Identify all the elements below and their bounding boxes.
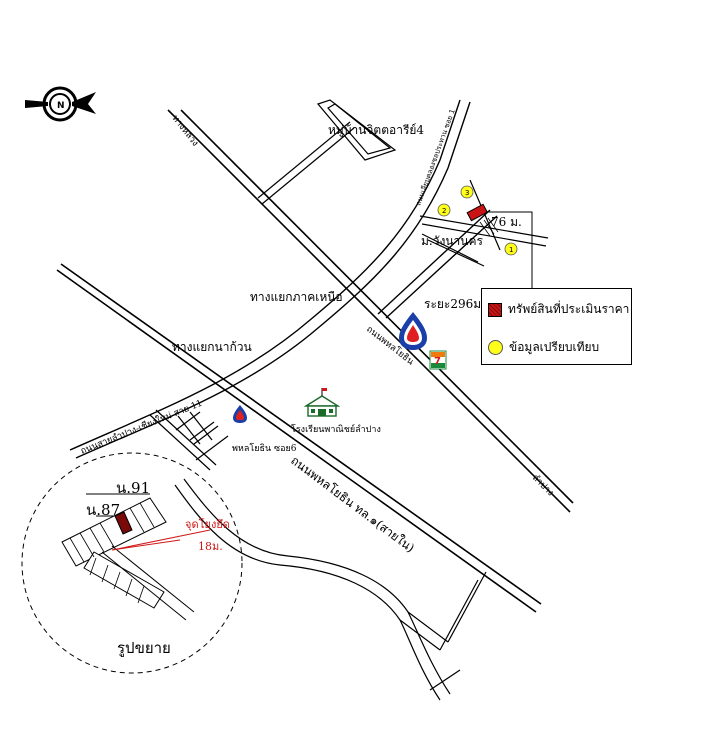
label-road-right-end: ลำปาง <box>530 472 556 498</box>
legend-comparable-label: ข้อมูลเปรียบเทียบ <box>509 340 600 354</box>
comparable-1[interactable]: 1 <box>504 242 518 256</box>
gas-station-small-icon <box>233 405 247 423</box>
label-enlarge: รูปขยาย <box>117 639 171 657</box>
label-village: หมู่บ้านจิตตอารีย์4 <box>328 123 424 138</box>
school-building-icon <box>303 388 341 417</box>
label-plot-91: น.91 <box>116 479 150 497</box>
label-distance-76: 76 ม. <box>491 215 522 229</box>
seven-eleven-icon: 7 <box>429 350 447 370</box>
label-plot-87: น.87 <box>86 501 120 519</box>
comparable-3[interactable]: 3 <box>460 185 474 199</box>
local-roads-bottom <box>149 409 229 471</box>
phahon-yothin-road <box>56 263 542 613</box>
distance-callout-box <box>486 211 533 288</box>
legend-comparable: ข้อมูลเปรียบเทียบ <box>488 338 599 357</box>
curvy-road <box>174 478 487 701</box>
north-arrow-icon: N <box>25 86 96 122</box>
svg-text:7: 7 <box>434 356 441 367</box>
label-road-top-left: ทางหลวง <box>170 114 200 149</box>
svg-text:N: N <box>57 101 65 111</box>
label-junction-kwan: ทางแยกนาก้วน <box>172 340 252 354</box>
enlarged-view <box>21 452 243 674</box>
main-diagonal-road <box>167 109 574 513</box>
label-tie-point: จุดโยงยึด <box>185 517 230 531</box>
subject-swatch-icon <box>488 302 502 317</box>
label-distance-296: ระยะ296ม. <box>424 297 485 311</box>
svg-text:2: 2 <box>442 207 446 215</box>
comparable-2[interactable]: 2 <box>437 203 451 217</box>
side-road-up <box>69 99 471 459</box>
label-school: โรงเรียนพาณิชย์ลำปาง <box>291 423 381 435</box>
label-village2: ม.วังนานคร <box>421 234 483 248</box>
legend-subject: ทรัพย์สินที่ประเมินราคา <box>488 300 629 319</box>
village-roads <box>257 99 549 267</box>
subject-plot-small <box>466 203 499 237</box>
map-legend: ทรัพย์สินที่ประเมินราคา ข้อมูลเปรียบเทีย… <box>481 288 632 365</box>
label-main-road: ถนนพหลโยธิน ทล.๑(สายใน) <box>288 453 417 555</box>
svg-text:3: 3 <box>465 189 469 197</box>
label-gas-small: พหลโยธิน ซอย6 <box>232 443 297 454</box>
road-to-village <box>377 209 498 319</box>
label-junction-north: ทางแยกภาคเหนือ <box>250 290 343 304</box>
gas-station-icon <box>399 312 427 350</box>
comparable-swatch-icon <box>488 340 503 355</box>
svg-text:1: 1 <box>509 246 513 254</box>
legend-subject-label: ทรัพย์สินที่ประเมินราคา <box>508 302 630 316</box>
label-tie-distance: 18ม. <box>198 540 223 553</box>
